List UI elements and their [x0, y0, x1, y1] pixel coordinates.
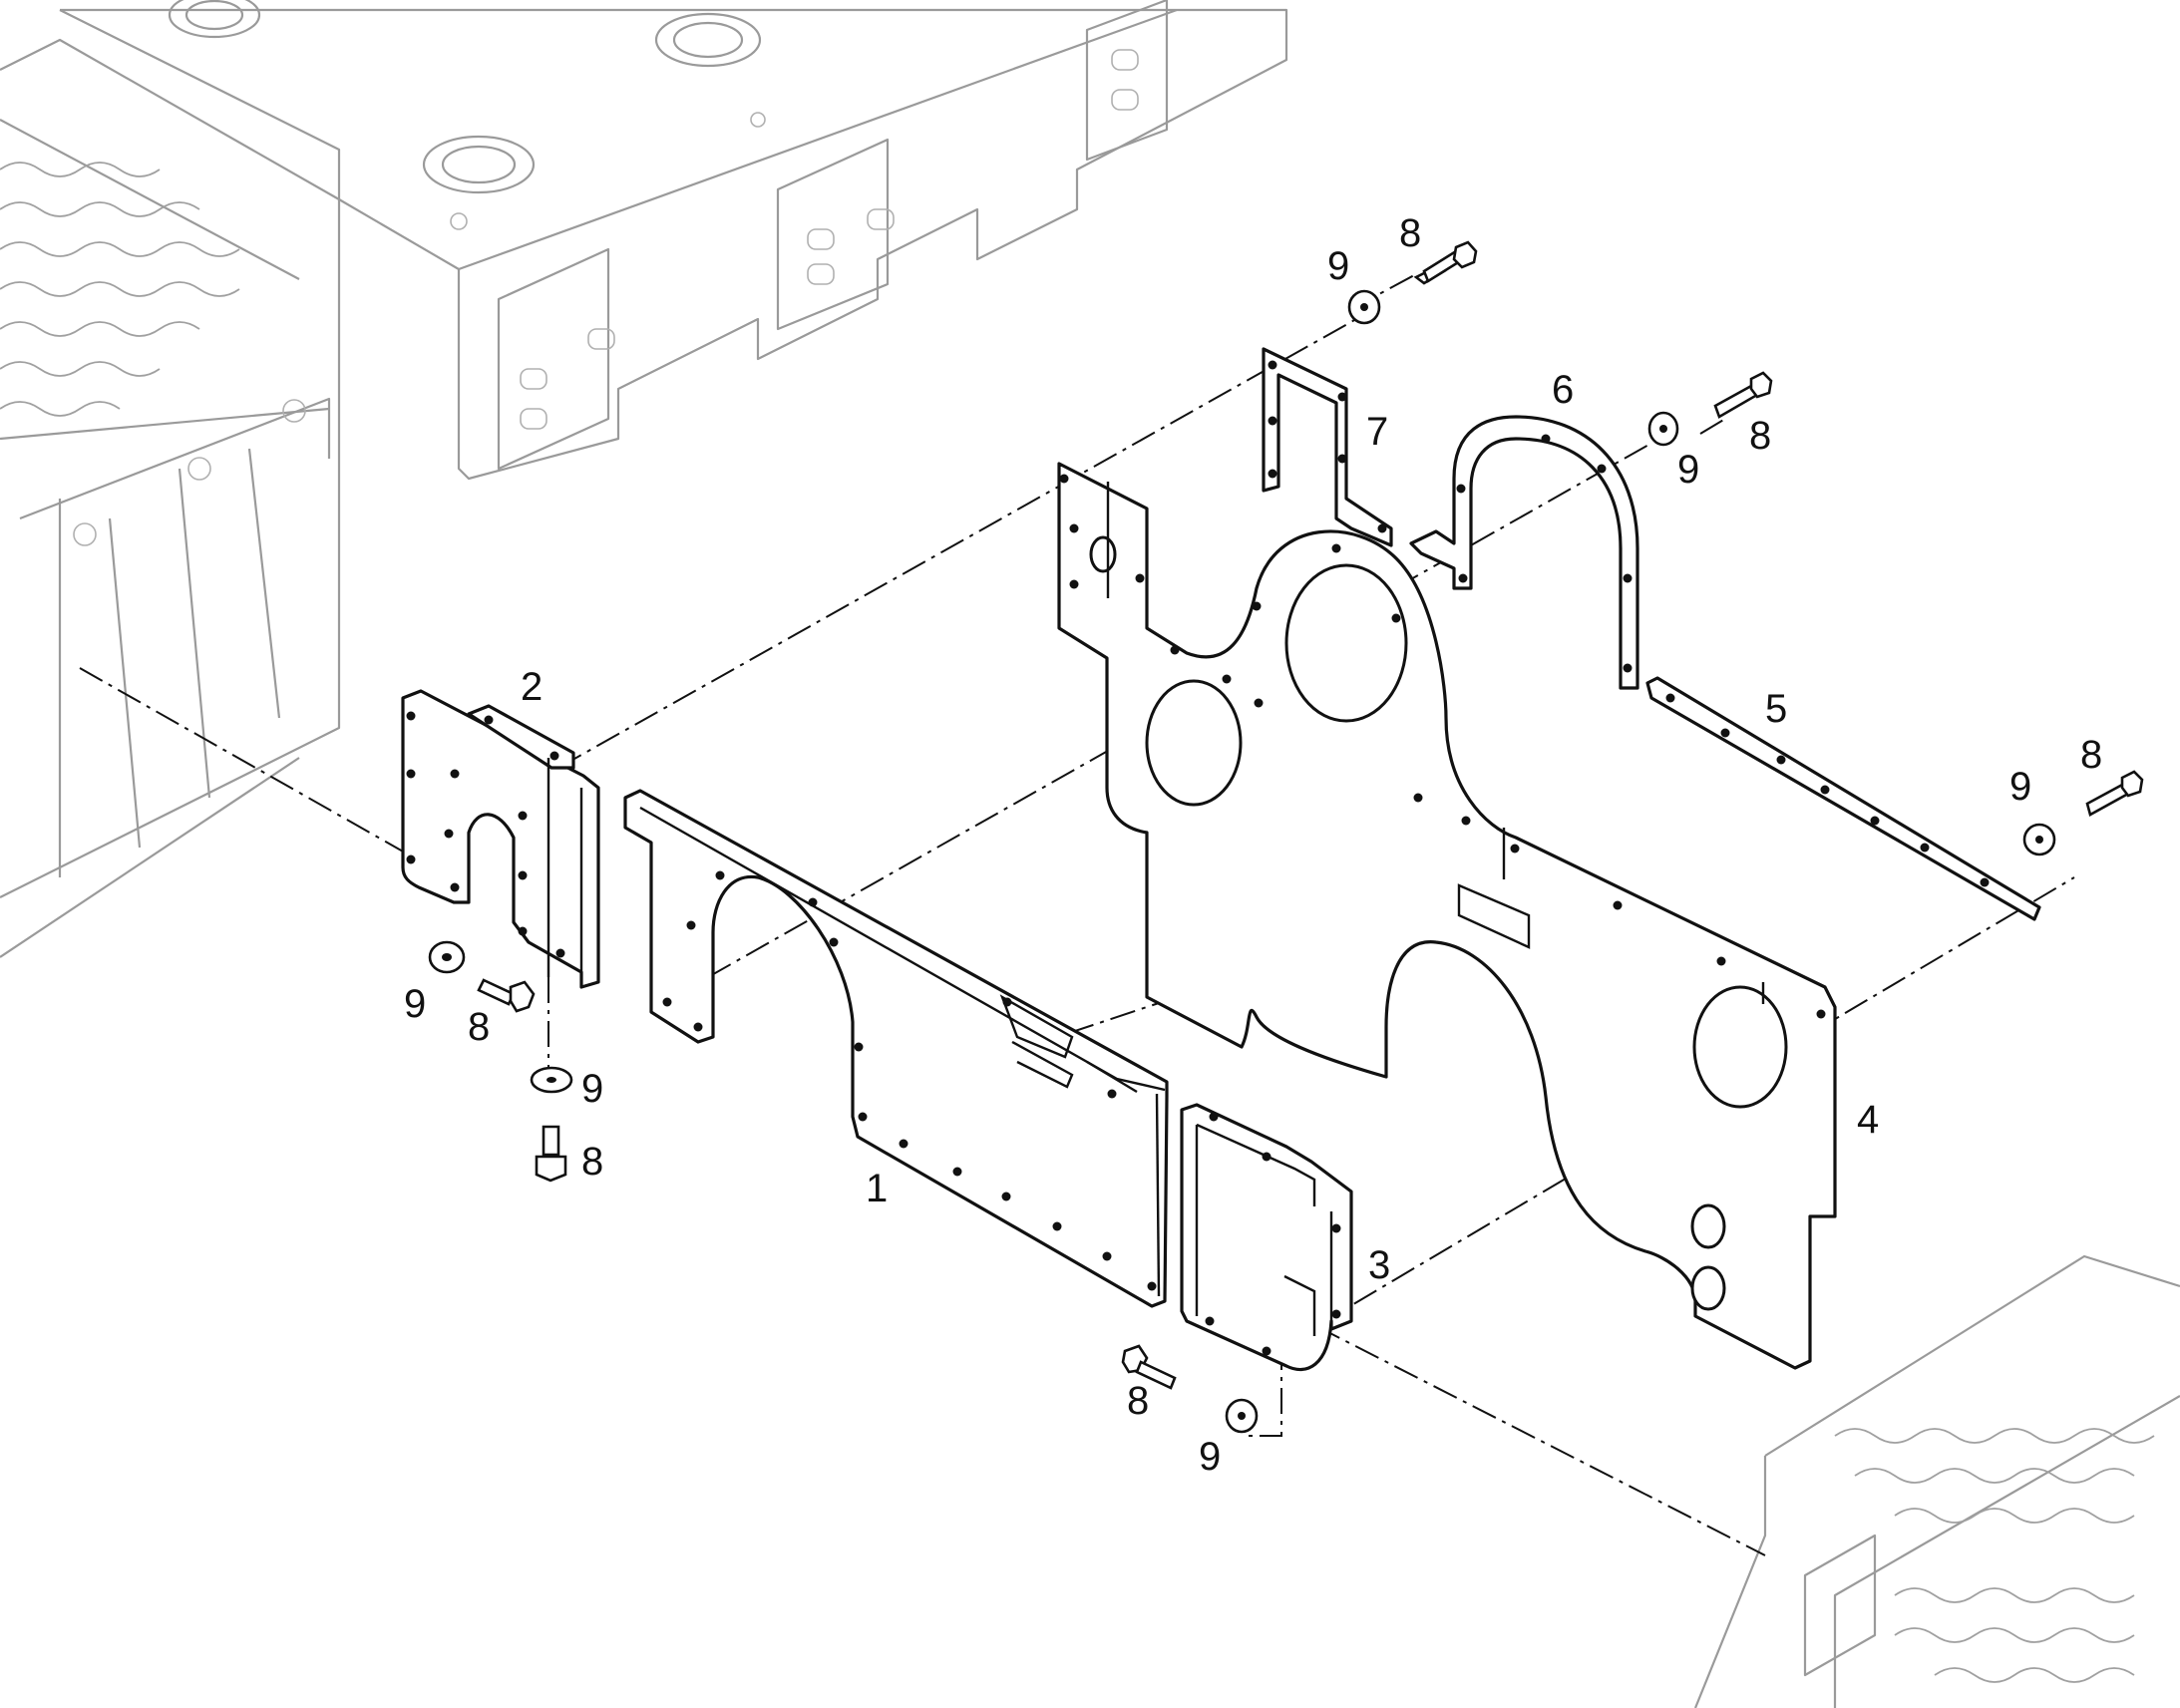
callout-2: 2 [521, 665, 543, 709]
callout-8-bottom: 8 [1127, 1379, 1149, 1423]
background-right-step [1693, 1254, 2180, 1708]
callout-1: 1 [866, 1167, 888, 1210]
washer-9-top [1347, 289, 1381, 325]
callout-9-upper-right: 9 [1677, 448, 1699, 492]
part-7-bracket [1262, 347, 1393, 547]
callout-8-lower: 8 [581, 1140, 603, 1184]
bolt-8-bottom [1121, 1344, 1177, 1390]
bolt-8-upper-right [1713, 371, 1773, 419]
washer-9-upper-right [1647, 411, 1679, 447]
part-5-long-strip [1645, 676, 2041, 921]
bolt-8-top [1413, 240, 1478, 285]
callout-9-right: 9 [2009, 765, 2031, 809]
part-6-arch-strip [1409, 415, 1639, 690]
washer-9-right [2022, 823, 2056, 856]
callout-8-left: 8 [468, 1005, 490, 1049]
callout-9-left: 9 [404, 982, 426, 1026]
callout-9-lower: 9 [581, 1067, 603, 1111]
bolt-8-left [477, 978, 536, 1013]
part-1-front-cover [623, 789, 1169, 1308]
callout-8-right: 8 [2080, 733, 2102, 777]
callout-8-upper-right: 8 [1749, 414, 1771, 458]
bolt-8-right [2085, 770, 2144, 817]
part-4-main-plate [1057, 462, 1837, 1370]
callout-labels: 1 2 3 4 5 6 7 8 9 8 9 8 9 9 8 9 8 8 9 [404, 211, 2102, 1479]
background-left-step [0, 38, 341, 958]
callout-9-bottom: 9 [1199, 1435, 1221, 1479]
callout-8-top: 8 [1399, 211, 1421, 255]
washer-9-bottom [1225, 1398, 1259, 1434]
callout-6: 6 [1552, 368, 1574, 412]
hardware-fasteners [428, 240, 2144, 1434]
callout-7: 7 [1366, 410, 1388, 454]
part-3-side-bracket [1180, 1103, 1353, 1372]
assembly-center-lines [79, 273, 2075, 1556]
washer-9-lower [530, 1066, 573, 1094]
part-2-bracket [401, 689, 600, 989]
callout-5: 5 [1765, 687, 1787, 731]
callout-9-top: 9 [1327, 244, 1349, 288]
callout-3: 3 [1368, 1243, 1390, 1287]
callout-4: 4 [1857, 1098, 1879, 1142]
background-frame [59, 0, 1288, 481]
bolt-8-lower [535, 1125, 567, 1183]
washer-9-left [428, 940, 466, 974]
